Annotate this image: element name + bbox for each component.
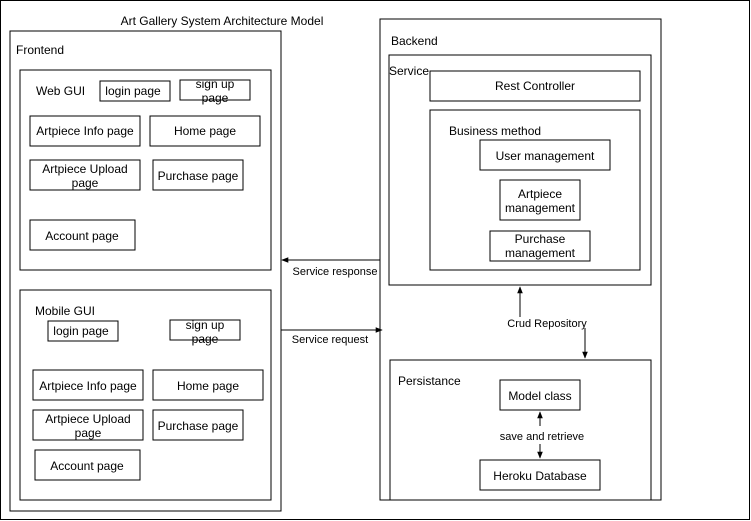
mobile-home-page (152, 369, 264, 401)
purchase-management-box (489, 230, 591, 262)
web-artpiece-upload-page-label-line2: page (72, 176, 99, 190)
artpiece-management-label-line2: management (505, 201, 576, 215)
web-artpiece-info-page-label: Artpiece Info page (36, 124, 134, 138)
mobile-artpiece-upload-page-label-line1: Artpiece Upload (45, 412, 130, 426)
user-management-box (479, 139, 611, 171)
artpiece-management-label-line1: Artpiece (518, 187, 562, 201)
mobile-artpiece-info-page-label: Artpiece Info page (39, 379, 137, 393)
mobile-purchase-page-label: Purchase page (158, 419, 239, 433)
service-response-label: Service response (293, 266, 378, 278)
persistance-label: Persistance (398, 374, 461, 388)
business-method-label: Business method (449, 124, 541, 138)
web-gui-label: Web GUI (36, 84, 85, 98)
rest-controller-box (429, 70, 641, 102)
mobile-purchase-page (152, 409, 244, 441)
service-request-label: Service request (292, 334, 368, 346)
mobile-gui-label: Mobile GUI (35, 304, 95, 318)
mobile-account-page (34, 449, 141, 481)
purchase-management-label-line2: management (505, 246, 576, 260)
purchase-management-label-line1: Purchase (515, 232, 566, 246)
mobile-artpiece-upload-page (32, 409, 144, 441)
artpiece-management-box (499, 179, 581, 221)
web-login-page-label: login page (105, 84, 161, 98)
web-signup-page-label-line2: page (202, 91, 229, 105)
model-class-box (499, 379, 581, 411)
web-account-page-label: Account page (45, 229, 119, 243)
mobile-login-page-label: login page (53, 324, 109, 338)
user-management-label: User management (496, 149, 595, 163)
backend-label: Backend (391, 34, 438, 48)
mobile-artpiece-upload-page-label-line2: page (75, 426, 102, 440)
web-home-page (149, 115, 261, 147)
diagram-title: Art Gallery System Architecture Model (121, 14, 324, 28)
mobile-login-page (47, 320, 119, 342)
heroku-database-label: Heroku Database (493, 469, 587, 483)
web-signup-page (179, 79, 251, 101)
model-class-label: Model class (508, 389, 571, 403)
web-purchase-page (152, 159, 244, 191)
web-home-page-label: Home page (174, 124, 236, 138)
mobile-account-page-label: Account page (50, 459, 124, 473)
web-artpiece-upload-page-label-line1: Artpiece Upload (42, 162, 127, 176)
web-signup-page-label-line1: sign up (196, 77, 235, 91)
mobile-home-page-label: Home page (177, 379, 239, 393)
web-artpiece-upload-page (29, 159, 141, 191)
web-account-page (29, 219, 136, 251)
heroku-database-box (479, 459, 601, 491)
mobile-signup-page (169, 319, 241, 341)
service-label: Service (389, 64, 429, 78)
mobile-signup-page-label-line2: page (192, 332, 219, 346)
frontend-label: Frontend (16, 43, 64, 57)
web-artpiece-info-page (29, 115, 141, 147)
web-login-page (99, 80, 171, 102)
crud-repository-label: Crud Repository (507, 318, 587, 330)
mobile-artpiece-info-page (32, 369, 144, 401)
rest-controller-label: Rest Controller (495, 79, 575, 93)
save-and-retrieve-label: save and retrieve (500, 431, 584, 443)
mobile-signup-page-label-line1: sign up (186, 318, 225, 332)
web-purchase-page-label: Purchase page (158, 169, 239, 183)
